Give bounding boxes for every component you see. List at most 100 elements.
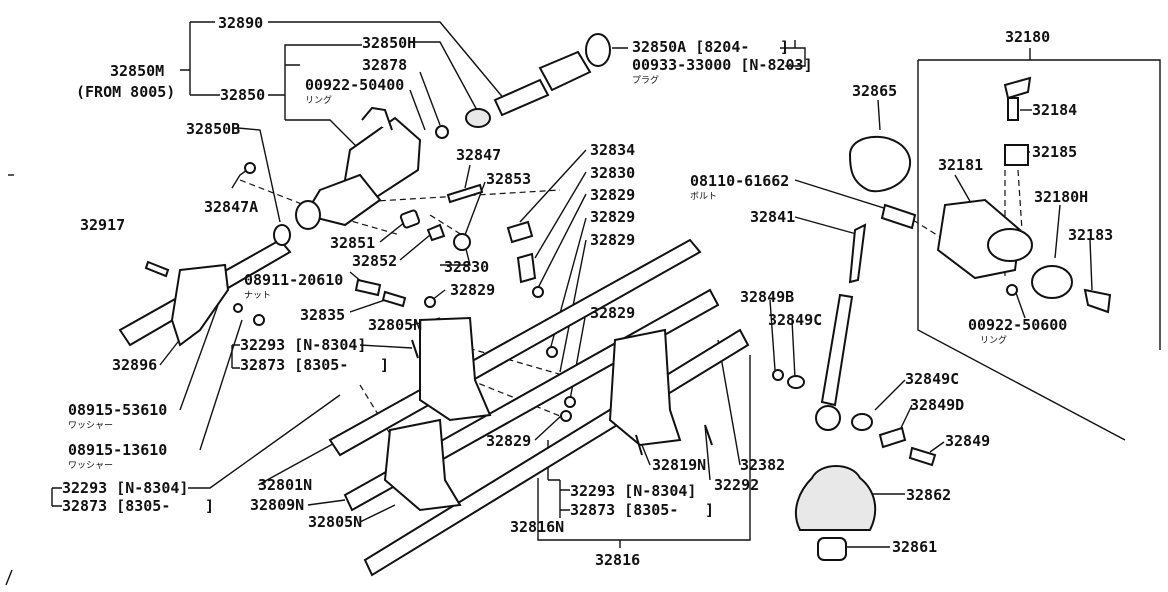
part-label-32849d: 32849D <box>910 396 964 414</box>
roll-pin-part <box>635 434 643 456</box>
lever-cap-part <box>1003 76 1032 100</box>
bushing-part <box>787 375 805 389</box>
part-label-08911-jp: ナット <box>244 290 271 301</box>
part-label-32847a: 32847A <box>204 198 258 216</box>
part-label-32180h: 32180H <box>1034 188 1088 206</box>
shift-lever-rod-part <box>848 223 867 284</box>
part-label-32830: 32830 <box>590 164 635 182</box>
part-label-00922-50600-jp: リング <box>980 334 1007 346</box>
part-label-32829-e: 32829 <box>590 304 635 322</box>
part-label-32873-c-bracket: ] <box>705 501 714 519</box>
part-label-32801n: 32801N <box>258 476 312 494</box>
part-label-32829-b: 32829 <box>590 208 635 226</box>
pin-part <box>908 446 937 467</box>
nut-part <box>253 314 265 326</box>
shift-fork-part <box>383 418 462 512</box>
part-label-32849b: 32849B <box>740 288 794 306</box>
bushing-part <box>817 537 847 561</box>
part-label-00922-50400: 00922-50400 <box>305 76 404 94</box>
spring-part <box>878 426 907 449</box>
part-label-32873-c: 32873 [8305- <box>570 501 678 519</box>
shift-fork-part <box>419 316 492 422</box>
part-label-32917: 32917 <box>80 216 125 234</box>
leader-lines <box>51 21 1161 548</box>
margin-mark <box>5 569 13 586</box>
part-label-32853: 32853 <box>486 170 531 188</box>
shift-fork-part <box>170 263 230 347</box>
part-labels: 32890 32850H 32850A [8204- ] 00933-33000… <box>62 14 1113 569</box>
part-label-00933-33000: 00933-33000 [N-8203] <box>632 56 813 74</box>
snap-ring-part <box>1031 265 1073 299</box>
washer-part <box>233 303 243 313</box>
part-label-32849c-a: 32849C <box>768 311 822 329</box>
part-label-32816n: 32816N <box>510 518 564 536</box>
shift-knob-part <box>848 135 912 193</box>
bolt-part <box>446 183 484 204</box>
part-label-32850h: 32850H <box>362 34 416 52</box>
ring-part <box>435 125 449 139</box>
part-label-32829-a: 32829 <box>590 186 635 204</box>
spring-seat-part <box>1004 144 1029 166</box>
part-label-32185: 32185 <box>1032 143 1077 161</box>
part-label-08915-13610: 08915-13610 <box>68 441 167 459</box>
spring-part <box>426 223 446 242</box>
part-label-32862: 32862 <box>906 486 951 504</box>
plug-part <box>453 233 471 251</box>
shift-lever-part <box>820 293 854 407</box>
parts <box>5 33 1112 586</box>
part-label-00922-50600: 00922-50600 <box>968 316 1067 334</box>
part-label-32805n-b: 32805N <box>308 513 362 531</box>
part-label-08915-13610-jp: ワッシャー <box>68 461 113 471</box>
spring-part <box>381 290 407 308</box>
part-label-32829-f: 32829 <box>486 432 531 450</box>
roll-pin-part <box>704 424 713 446</box>
part-label-32819n: 32819N <box>652 456 706 474</box>
part-label-32896: 32896 <box>112 356 157 374</box>
part-label-00933-jp: プラグ <box>632 74 659 86</box>
part-label-32865: 32865 <box>852 82 897 100</box>
lever-ball-part <box>815 405 841 431</box>
ball-part <box>560 410 572 422</box>
part-label-32873-b-bracket: ] <box>205 497 214 515</box>
part-label-32183: 32183 <box>1068 226 1113 244</box>
part-label-32184: 32184 <box>1032 101 1077 119</box>
ring-part <box>1006 284 1018 296</box>
part-label-32873-a: 32873 [8305- <box>240 356 348 374</box>
lever-pin-part <box>1007 97 1019 121</box>
part-label-32890: 32890 <box>218 14 263 32</box>
part-label-32861: 32861 <box>892 538 937 556</box>
part-label-32851: 32851 <box>330 234 375 252</box>
screw-part <box>354 278 382 297</box>
part-label-32873-a-bracket: ] <box>380 356 389 374</box>
part-label-32829-c: 32829 <box>590 231 635 249</box>
ball-part <box>424 296 436 308</box>
part-label-32834: 32834 <box>590 141 635 159</box>
part-label-32852: 32852 <box>352 252 397 270</box>
part-label-32850b: 32850B <box>186 120 240 138</box>
part-label-32850a: 32850A [8204- <box>632 38 749 56</box>
part-label-32841: 32841 <box>750 208 795 226</box>
part-label-32809n: 32809N <box>250 496 304 514</box>
part-label-08915-53610: 08915-53610 <box>68 401 167 419</box>
lever-housing-part <box>936 198 1033 280</box>
detent-spring-part <box>516 252 537 284</box>
part-label-32850m: 32850M <box>110 62 164 80</box>
bolt-part <box>880 203 917 230</box>
part-label-32382: 32382 <box>740 456 785 474</box>
part-label-32849: 32849 <box>945 432 990 450</box>
part-label-08110-61662: 08110-61662 <box>690 172 789 190</box>
part-label-32816: 32816 <box>595 551 640 569</box>
part-label-32850m-from: (FROM 8005) <box>76 83 175 101</box>
bushing-part <box>399 209 421 229</box>
part-label-32830-b: 32830 <box>444 258 489 276</box>
part-label-32850: 32850 <box>220 86 265 104</box>
part-label-32873-b: 32873 [8305- <box>62 497 170 515</box>
ball-part <box>546 346 558 358</box>
part-label-32293-b: 32293 [N-8304] <box>570 482 696 500</box>
shift-fork-part <box>608 328 682 447</box>
part-label-08915-53610-jp: ワッシャー <box>68 421 113 431</box>
part-label-32847: 32847 <box>456 146 501 164</box>
part-label-32850a-bracket: ] <box>780 38 789 56</box>
part-label-32181: 32181 <box>938 156 983 174</box>
